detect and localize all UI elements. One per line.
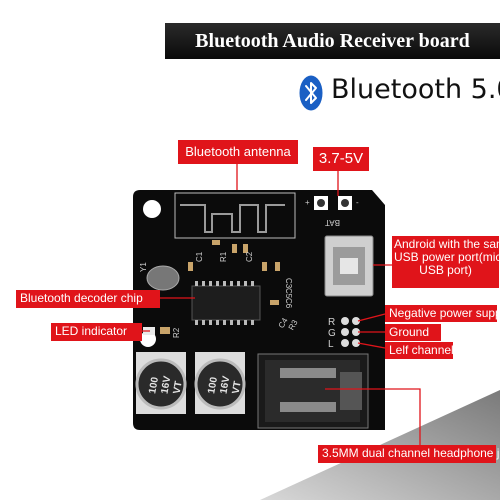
label-usb: Android with the same USB power port(mic… (392, 236, 500, 288)
cap1-brand: VT (172, 380, 185, 394)
cap1-voltage: 16V (159, 375, 173, 395)
label-led: LED indicator (51, 323, 142, 341)
label-jack: 3.5MM dual channel headphone jack (318, 445, 500, 463)
silk-r: R (328, 317, 335, 328)
title-banner: Bluetooth Audio Receiver board (165, 23, 500, 59)
silk-plus: + (305, 198, 310, 207)
pad-r (341, 317, 349, 325)
silk-c1: C1 (195, 251, 204, 262)
silk-bat: BAT (325, 218, 340, 227)
antenna-area (174, 192, 296, 239)
silk-r1: R1 (219, 251, 228, 262)
label-left: Lelf channel (385, 342, 454, 359)
label-decoder: Bluetooth decoder chip (16, 290, 160, 308)
cap2-brand: VT (231, 380, 244, 394)
silk-c3: C3 (284, 278, 293, 289)
silk-y1: Y1 (139, 262, 148, 272)
callout-left (357, 342, 386, 349)
callout-negative (357, 313, 386, 322)
cap2-voltage: 16V (218, 375, 232, 395)
silk-minus: - (356, 198, 359, 207)
silk-g: G (328, 328, 336, 339)
antenna-trace (180, 204, 285, 233)
silk-c6: C6 (284, 298, 293, 309)
label-usb-line2: USB power port(micro (394, 250, 500, 264)
bluetooth-version: Bluetooth 5.0 (331, 74, 500, 105)
cap2-value: 100 (206, 376, 220, 395)
pad-g (341, 328, 349, 336)
silk-l: L (328, 339, 334, 350)
decoder-chip (191, 285, 261, 321)
pad-l (341, 339, 349, 347)
label-negative: Negative power supply (385, 305, 500, 322)
label-voltage: 3.7-5V (313, 147, 369, 171)
bluetooth-icon (299, 75, 323, 111)
crystal-y1 (146, 265, 180, 291)
callout-jack (325, 388, 421, 445)
silk-r2: R2 (172, 327, 181, 338)
silk-c5: C5 (284, 288, 293, 299)
page-title: Bluetooth Audio Receiver board (195, 30, 470, 52)
silk-c2: C2 (245, 251, 254, 262)
capacitor (135, 358, 187, 410)
label-ground: Ground (385, 324, 441, 341)
cap1-value: 100 (147, 376, 161, 395)
label-antenna: Bluetooth antenna (178, 140, 298, 164)
capacitor (194, 358, 246, 410)
label-usb-line1: Android with the same (394, 237, 500, 251)
mounting-hole (143, 200, 161, 218)
label-usb-line3: USB port) (419, 263, 472, 277)
